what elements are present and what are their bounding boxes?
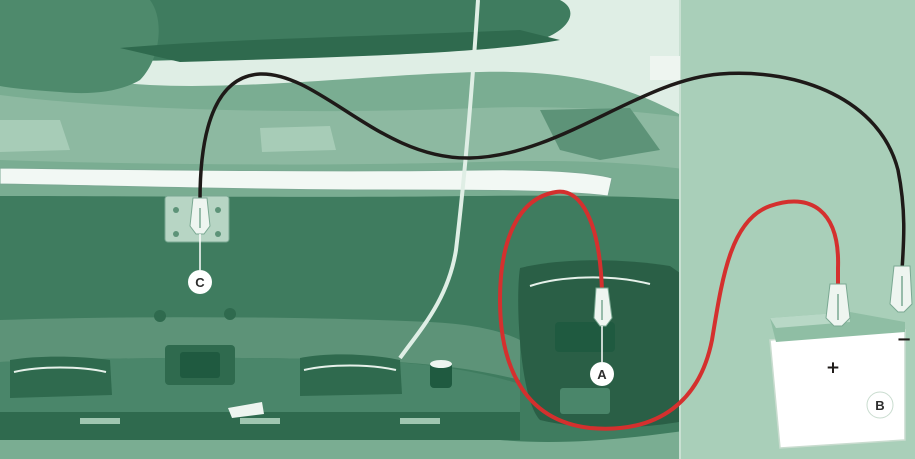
panel-notch [650,56,680,80]
firewall-detail-left [0,120,70,152]
ground-bracket-bolt-2 [215,207,221,213]
hood-latch-inner [180,352,220,378]
stud-1 [154,310,166,322]
battery-negative-symbol: − [896,329,911,350]
bumper-slot-3 [400,418,440,424]
firewall-detail-mid [260,126,336,152]
engine-cap-top [430,360,452,368]
battery-body [770,330,905,448]
stud-2 [224,308,236,320]
donor-battery [770,312,905,448]
clamp-battery-negative [890,266,912,312]
callout-c-label: C [195,275,205,290]
grille-opening-left [10,357,112,398]
ground-bracket-bolt-1 [173,207,179,213]
bumper-slot-2 [240,418,280,424]
callout-b: B [867,392,893,418]
ground-bracket-bolt-3 [173,231,179,237]
bumper-slot-1 [80,418,120,424]
grille-opening-right [300,354,402,396]
clamp-negative-body [890,266,912,312]
ground-bracket-bolt-4 [215,231,221,237]
clamp-at-c [190,198,210,234]
callout-b-label: B [875,398,884,413]
engine-bay-illustration [0,0,690,459]
callout-a-label: A [597,367,607,382]
bumper-strip [0,412,520,440]
battery-positive-symbol: + [826,358,840,378]
hood-corner [0,0,159,93]
clamp-battery-positive [826,284,850,326]
fuse-box-module [560,388,610,414]
